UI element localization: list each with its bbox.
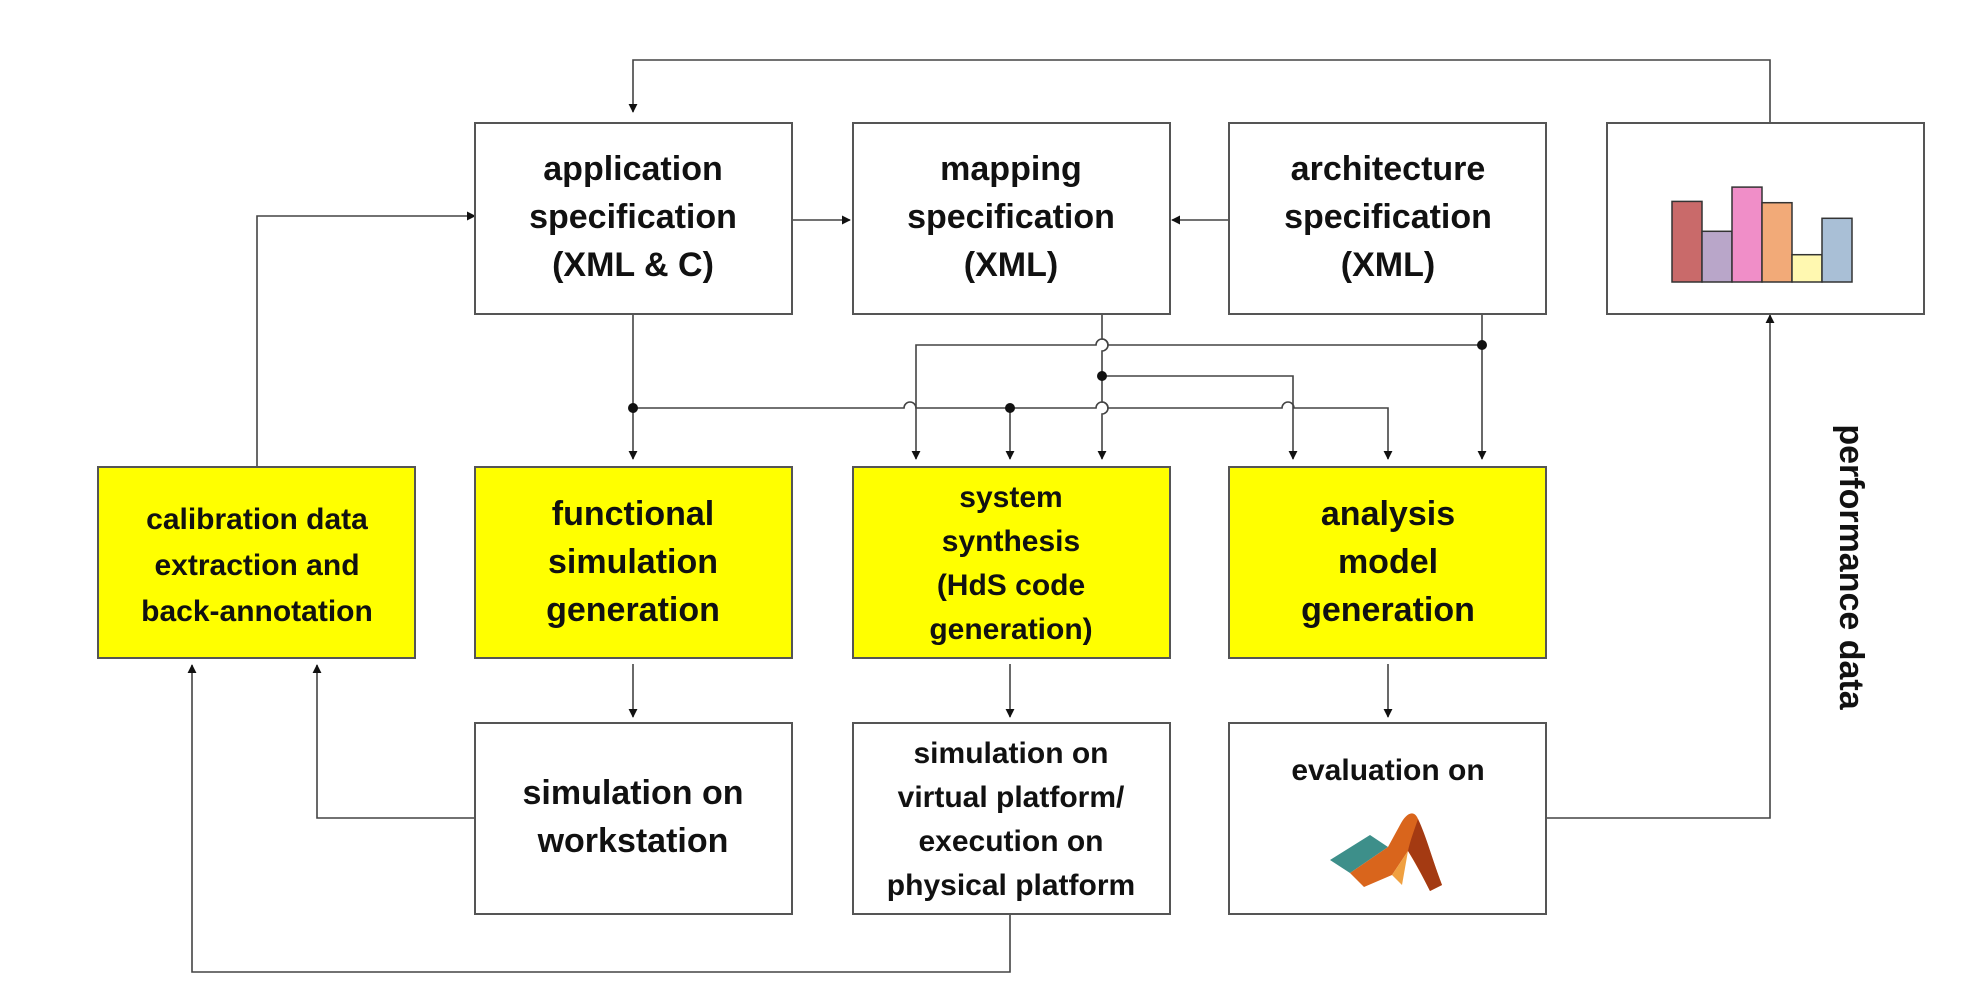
calibration-line-3: back-annotation xyxy=(141,595,373,628)
mapping-spec-line-2: specification xyxy=(907,198,1115,236)
application-spec-box: application specification (XML & C) xyxy=(474,122,793,315)
virtual-line-1: simulation on xyxy=(914,737,1109,770)
calibration-line-2: extraction and xyxy=(154,549,359,582)
virtual-line-2: virtual platform/ xyxy=(898,781,1125,814)
matlab-logo-icon xyxy=(1330,813,1442,891)
chart-bar xyxy=(1671,200,1703,283)
synthesis-line-1: system xyxy=(959,481,1062,514)
simulation-virtual-box: simulation on virtual platform/ executio… xyxy=(852,722,1171,915)
virtual-to-calibration-arrow xyxy=(187,664,1011,973)
application-spec-line-1: application xyxy=(543,150,722,188)
virtual-line-4: physical platform xyxy=(887,869,1135,902)
analysis-line-1: analysis xyxy=(1321,495,1455,533)
synthesis-line-4: generation) xyxy=(929,613,1092,646)
mapping-bus xyxy=(1097,314,1298,460)
performance-chart-box xyxy=(1606,122,1925,315)
architecture-spec-line-3: (XML) xyxy=(1341,246,1435,284)
analysis-line-3: generation xyxy=(1301,591,1475,629)
architecture-spec-box: architecture specification (XML) xyxy=(1228,122,1547,315)
architecture-spec-line-2: specification xyxy=(1284,198,1492,236)
synthesis-line-2: synthesis xyxy=(942,525,1080,558)
chart-bar xyxy=(1731,186,1763,283)
chart-bar xyxy=(1821,217,1853,283)
calibration-to-application-arrow xyxy=(256,211,476,467)
synthesis-line-3: (HdS code xyxy=(937,569,1085,602)
application-bus xyxy=(628,314,1393,460)
functional-line-3: generation xyxy=(546,591,720,629)
connectors xyxy=(187,59,1775,973)
chart-bar xyxy=(1761,201,1793,283)
calibration-box: calibration data extraction and back-ann… xyxy=(97,466,416,659)
application-spec-line-3: (XML & C) xyxy=(552,246,714,284)
mapping-spec-line-1: mapping xyxy=(940,150,1082,188)
functional-line-2: simulation xyxy=(548,543,718,581)
performance-data-label: performance data xyxy=(1832,424,1870,710)
evaluation-to-chart-arrow xyxy=(1543,314,1775,819)
application-spec-line-2: specification xyxy=(529,198,737,236)
mapping-spec-box: mapping specification (XML) xyxy=(852,122,1171,315)
chart-bar xyxy=(1791,253,1823,283)
virtual-line-3: execution on xyxy=(918,825,1103,858)
system-synthesis-box: system synthesis (HdS code generation) xyxy=(852,466,1171,659)
evaluation-line-1: evaluation on xyxy=(1291,754,1484,787)
functional-line-1: functional xyxy=(552,495,714,533)
architecture-bus xyxy=(911,314,1487,460)
calibration-line-1: calibration data xyxy=(146,503,368,536)
evaluation-box: evaluation on xyxy=(1228,722,1547,915)
simulation-workstation-box: simulation on workstation xyxy=(474,722,793,915)
architecture-spec-line-1: architecture xyxy=(1291,150,1486,188)
chart-bar xyxy=(1701,230,1733,283)
mapping-spec-line-3: (XML) xyxy=(964,246,1058,284)
analysis-model-box: analysis model generation xyxy=(1228,466,1547,659)
analysis-line-2: model xyxy=(1338,543,1438,581)
functional-simulation-box: functional simulation generation xyxy=(474,466,793,659)
workstation-to-calibration-arrow xyxy=(312,664,475,819)
workstation-line-1: simulation on xyxy=(523,774,744,812)
feedback-top-arrow xyxy=(628,59,1771,123)
bar-chart-icon xyxy=(1671,186,1853,283)
workstation-line-2: workstation xyxy=(537,822,729,860)
